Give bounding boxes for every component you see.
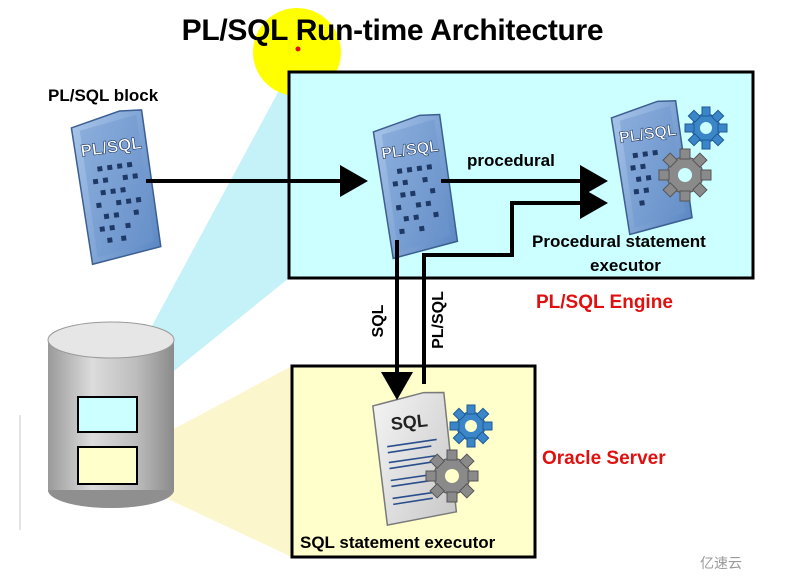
procedural-executor-label-line1: Procedural statement	[532, 232, 706, 251]
plsql-arrow-label: PL/SQL	[430, 291, 447, 349]
plsql-block-label: PL/SQL block	[48, 86, 159, 105]
watermark: 亿速云	[700, 555, 742, 571]
title-dot-icon	[295, 46, 301, 52]
plsql-engine-label: PL/SQL Engine	[536, 292, 673, 313]
procedural-label: procedural	[467, 151, 555, 170]
procedural-executor-label-line2: executor	[590, 256, 661, 275]
sql-document-icon: SQL	[372, 391, 458, 526]
plsql-block-document-icon: PL/SQL	[70, 109, 162, 266]
db-segment-engine	[77, 396, 138, 433]
projection-beam-server	[138, 366, 292, 557]
page-title: PL/SQL Run-time Architecture	[181, 14, 604, 47]
sql-gear-gray-icon	[425, 449, 479, 503]
sql-arrow-label: SQL	[370, 304, 387, 338]
gear-blue-icon	[684, 106, 728, 150]
projection-beam-engine	[112, 72, 289, 400]
executor-plsql-document-icon: PL/SQL	[610, 100, 693, 236]
sql-gear-blue-icon	[449, 404, 493, 448]
gear-gray-icon	[658, 148, 712, 202]
db-segment-server	[77, 446, 138, 485]
sql-executor-label: SQL statement executor	[300, 533, 496, 552]
sql-doc-text: SQL	[390, 410, 429, 434]
arrow-plsql-return	[422, 187, 608, 384]
engine-plsql-document-icon: PL/SQL	[372, 113, 459, 260]
oracle-server-label: Oracle Server	[542, 448, 666, 469]
block-doc-text: PL/SQL	[79, 133, 142, 160]
